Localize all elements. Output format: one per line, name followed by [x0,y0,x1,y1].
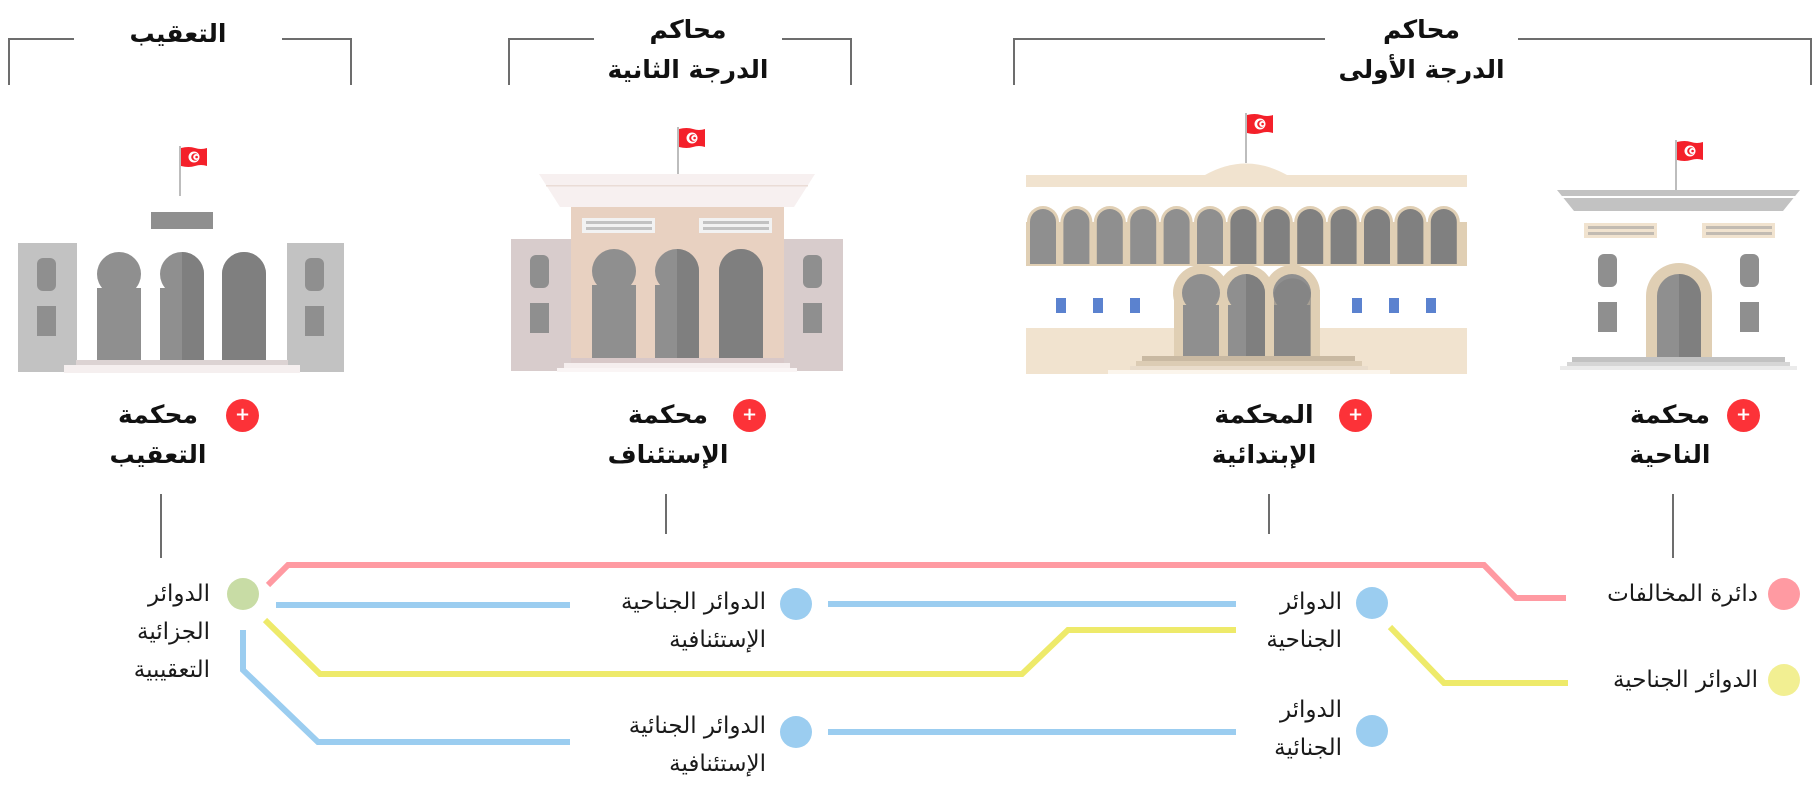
bracket-right [1810,38,1812,85]
route-yellow-district-misdemeanor [1387,624,1568,686]
arcade-arch [1263,209,1290,264]
court-name-line2: الإستئناف [607,440,729,469]
label-first-misdemeanor-line1: الدوائر [1279,589,1342,615]
label-appeal-felony-line1: الدوائر الجنائية [628,713,766,739]
arcade-arch [1364,209,1390,264]
bracket-right [850,38,852,85]
bracket-top-left [8,38,74,40]
building-appeal [511,127,843,372]
bracket-right [350,38,352,85]
expand-first-instance-button[interactable]: + [1339,399,1372,432]
node-first-felony[interactable] [1356,715,1388,747]
connector-line [1672,494,1674,558]
connector-line [665,494,667,534]
court-name-line1: محكمة [628,400,708,429]
arcade-arch [1397,209,1424,264]
bracket-left [508,38,510,85]
court-name-line1: المحكمة [1214,400,1314,429]
arcade-arch [1030,209,1056,264]
court-name-line2: الناحية [1629,440,1711,469]
arcade-arch [1063,209,1090,264]
label-appeal-misdemeanor-line1: الدوائر الجناحية [620,589,766,615]
label-first-felony-line2: الجنائية [1274,735,1342,761]
building-first-instance [1026,113,1467,374]
node-district-violations[interactable] [1768,578,1800,610]
building-district [1557,140,1800,370]
arcade-arch [1297,209,1324,264]
label-appeal-misdemeanor-line2: الإستئنافية [669,627,766,653]
connector-line [1268,494,1270,534]
court-name-line2: الإبتدائية [1211,440,1317,469]
label-district-violations: دائرة المخالفات [1607,581,1758,607]
arcade-arch [1130,209,1157,264]
route-blue-felony-to-cassation [240,630,570,745]
bracket-top-left [1013,38,1325,40]
route-yellow-misdemeanor [262,617,1236,677]
expand-cassation-button[interactable]: + [226,399,259,432]
court-name-line2: التعقيب [109,440,207,469]
label-first-misdemeanor-line2: الجناحية [1266,627,1342,653]
bracket-top-right [282,38,352,40]
arcade-arch [1163,209,1190,264]
group-title-line2: الدرجة الأولى [1338,55,1505,84]
label-district-misdemeanor: الدوائر الجناحية [1612,667,1758,693]
bracket-left [8,38,10,85]
bracket-top-left [508,38,594,40]
label-cassation-criminal-line1: الدوائر [147,581,210,607]
label-cassation-criminal-line3: التعقيبية [133,657,210,683]
arcade-arch [1430,209,1457,264]
group-title: التعقيب [129,19,227,48]
building-cassation [18,146,344,373]
group-title-line1: محاكم [649,15,727,44]
route-pink-violations [265,562,1566,601]
expand-district-button[interactable]: + [1727,399,1760,432]
court-name-line1: محكمة [118,400,198,429]
label-appeal-felony-line2: الإستئنافية [669,751,766,777]
court-name-line1: محكمة [1630,400,1710,429]
arcade-arch [1330,209,1357,264]
arcade-arch [1096,209,1123,264]
label-first-felony-line1: الدوائر [1279,697,1342,723]
expand-appeal-button[interactable]: + [733,399,766,432]
node-appeal-misdemeanor[interactable] [780,588,812,620]
arcade-arch [1197,209,1223,264]
group-title-line2: الدرجة الثانية [607,55,769,84]
node-cassation-criminal[interactable] [227,578,259,610]
node-district-misdemeanor[interactable] [1768,664,1800,696]
connector-line [160,494,162,558]
bracket-left [1013,38,1015,85]
arcade-arch [1230,209,1257,264]
bracket-top-right [782,38,852,40]
bracket-top-right [1518,38,1812,40]
label-cassation-criminal-line2: الجزائية [137,619,210,645]
node-first-misdemeanor[interactable] [1356,587,1388,619]
node-appeal-felony[interactable] [780,716,812,748]
group-title-line1: محاكم [1382,15,1461,44]
